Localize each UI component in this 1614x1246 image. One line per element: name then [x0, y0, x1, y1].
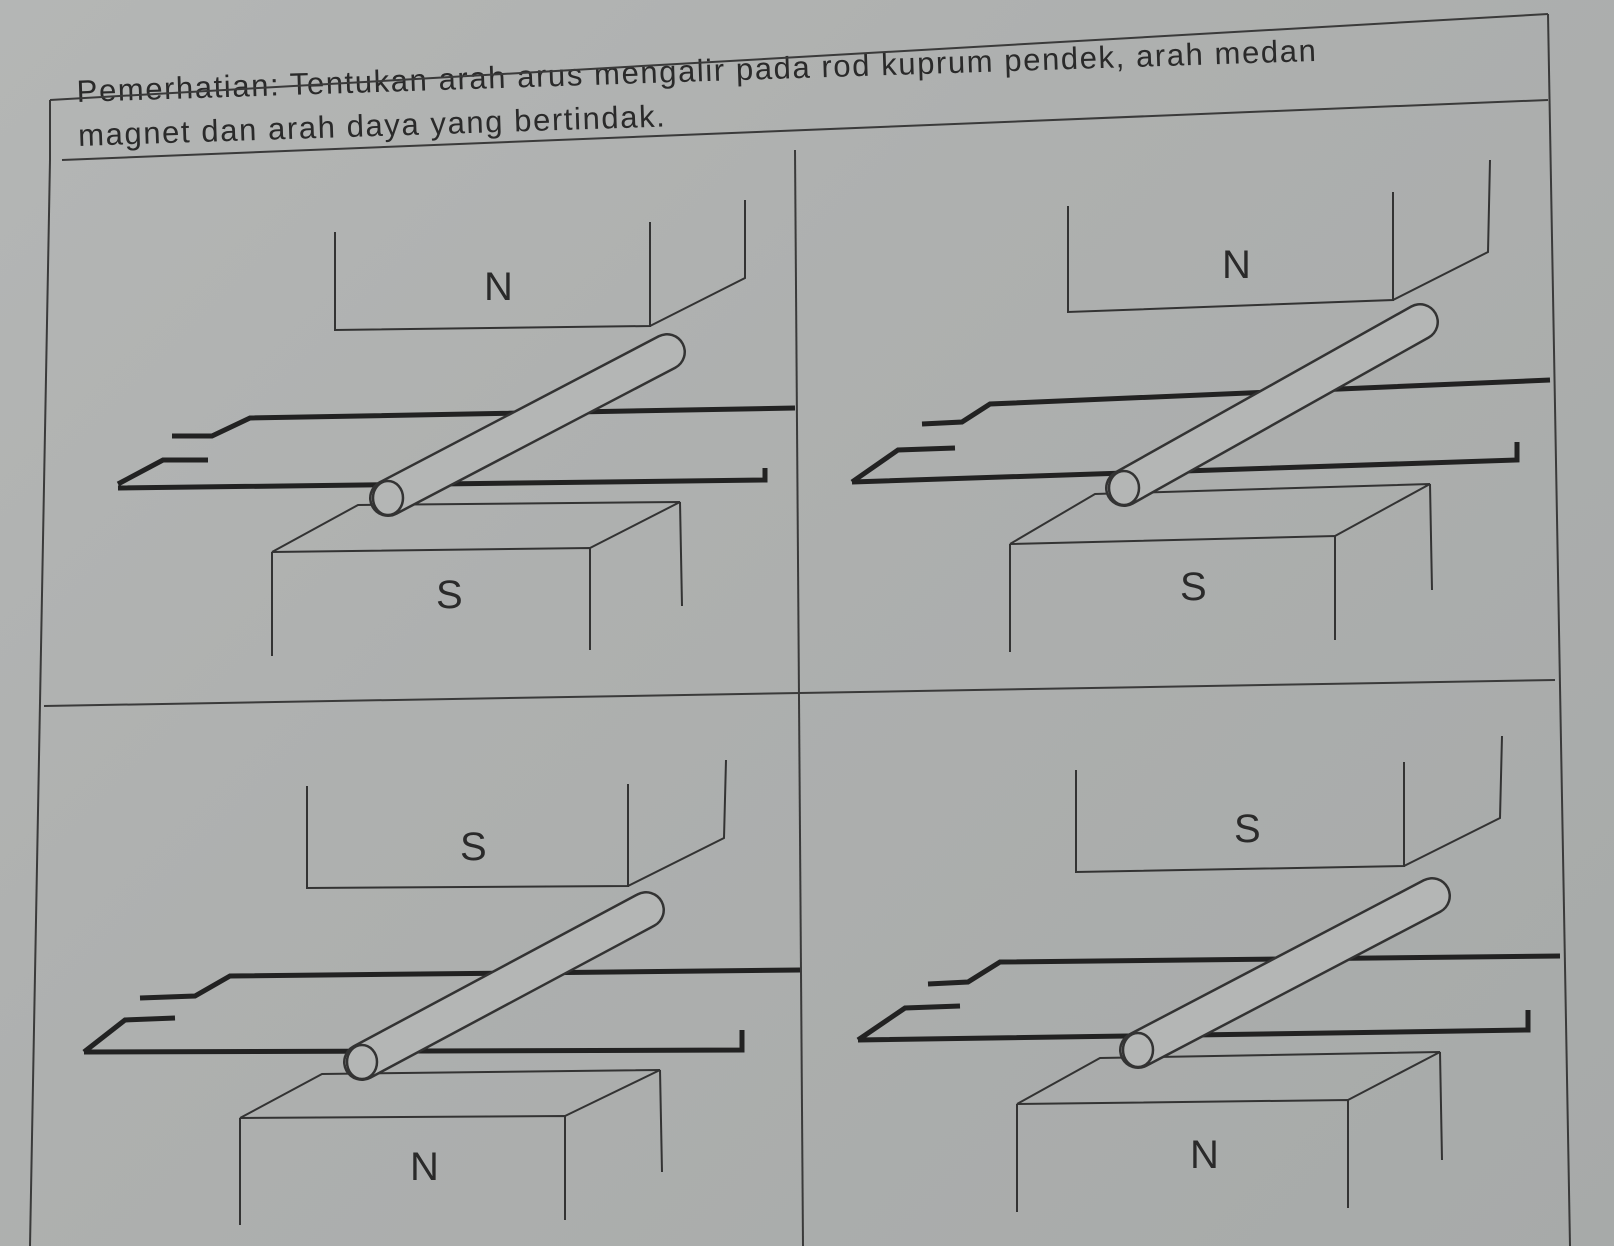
- top-pole-label: S: [460, 825, 487, 869]
- diagram-3: S N: [82, 759, 801, 1225]
- bottom-pole-label: N: [1190, 1133, 1219, 1177]
- top-pole-label: S: [1234, 807, 1261, 851]
- table-center-divider: [794, 149, 804, 1246]
- bottom-pole-label: S: [436, 573, 463, 617]
- copper-rod: [369, 333, 686, 517]
- top-pole-label: N: [484, 265, 513, 309]
- table-middle-divider: [43, 679, 1556, 707]
- instruction-row-divider: [61, 99, 1549, 161]
- diagram-2: N S: [850, 159, 1551, 652]
- table-left-border: [29, 159, 51, 1246]
- diagram-4: S N: [856, 735, 1561, 1212]
- top-pole-label: N: [1222, 243, 1251, 287]
- diagram-1: N S: [116, 200, 796, 656]
- bottom-pole-label: N: [410, 1145, 439, 1189]
- top-magnet-front: [334, 222, 651, 332]
- table-top-border: [49, 13, 1549, 101]
- table-right-border: [1547, 13, 1571, 1246]
- copper-rod: [343, 891, 665, 1081]
- copper-rod: [1119, 877, 1451, 1069]
- rail-lower: [117, 468, 768, 491]
- bottom-pole-label: S: [1180, 565, 1207, 609]
- copper-rod: [1105, 303, 1439, 507]
